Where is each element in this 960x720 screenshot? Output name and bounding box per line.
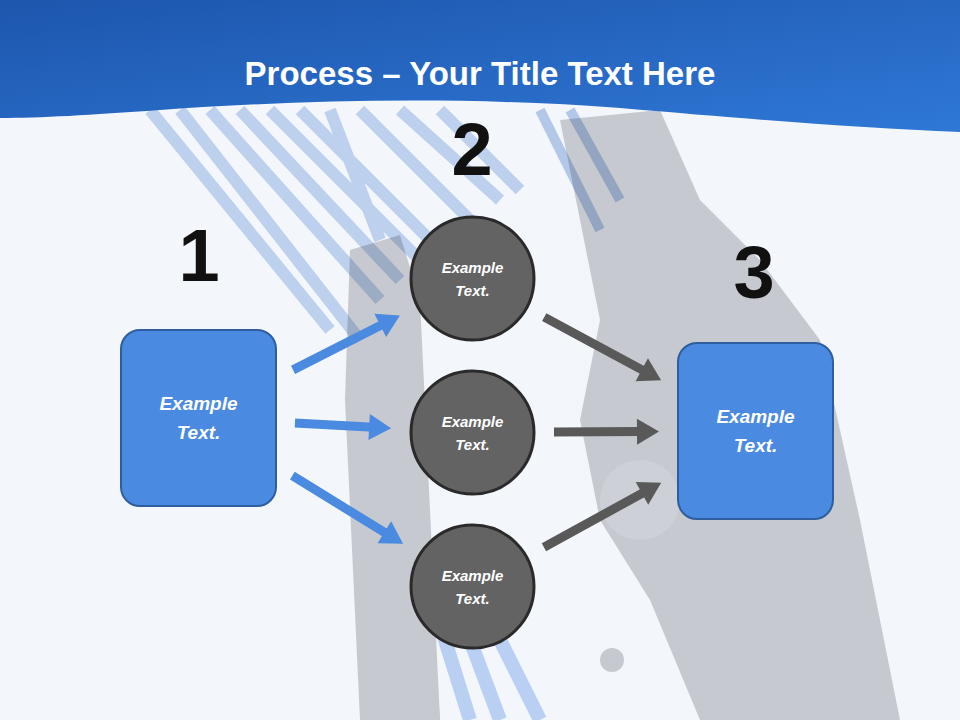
process-circle: Example Text. <box>409 215 536 342</box>
process-circle: Example Text. <box>409 523 536 650</box>
arrow-shaft <box>293 324 384 370</box>
arrow-shaft <box>544 491 646 547</box>
circle-shape <box>411 217 534 340</box>
circle-shape <box>411 371 534 494</box>
arrow-head <box>636 482 662 505</box>
callout-number: 3 <box>733 233 774 313</box>
node-text: Example Text. <box>433 564 513 610</box>
arrow-shaft <box>554 427 641 436</box>
slide-title: Process – Your Title Text Here <box>0 52 960 96</box>
process-box: Example Text. <box>120 329 277 507</box>
arrow-head <box>368 414 391 440</box>
arrow-shaft <box>544 317 645 371</box>
callout-number: 1 <box>178 216 219 296</box>
flow-arrow <box>295 414 391 440</box>
callout-number: 2 <box>451 110 492 190</box>
arrow-shaft <box>295 423 373 427</box>
node-text: Example Text. <box>433 256 513 302</box>
circle-outline <box>409 215 536 342</box>
flow-arrow <box>544 317 661 381</box>
flow-arrow <box>544 482 661 547</box>
flow-arrow <box>554 419 659 445</box>
flow-arrow <box>293 314 400 370</box>
circle-outline <box>409 369 536 496</box>
arrow-head <box>378 521 404 544</box>
arrow-shaft <box>292 476 387 535</box>
arrow-head <box>636 358 662 381</box>
process-circle: Example Text. <box>409 369 536 496</box>
process-box: Example Text. <box>677 342 834 520</box>
circle-shape <box>411 525 534 648</box>
node-text: Example Text. <box>149 389 249 447</box>
node-text: Example Text. <box>433 410 513 456</box>
flow-arrow <box>292 476 403 544</box>
arrow-head <box>637 419 659 445</box>
circle-outline <box>409 523 536 650</box>
crimping-tool <box>345 110 900 720</box>
node-text: Example Text. <box>706 402 806 460</box>
arrow-head <box>374 314 400 337</box>
